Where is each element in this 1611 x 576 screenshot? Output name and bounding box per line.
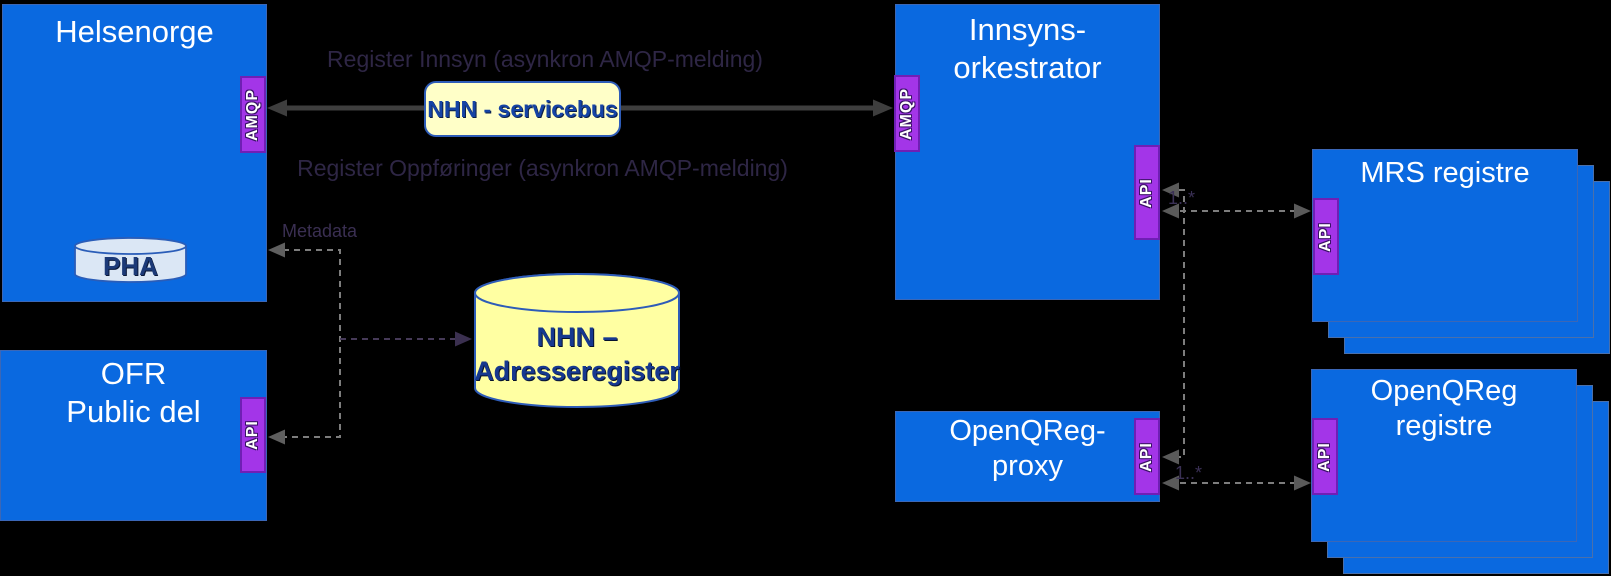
proxy-title-line1: OpenQReg- xyxy=(949,415,1106,447)
orkestrator-title-line1: Innsyns- xyxy=(968,12,1087,47)
adresseregister-label-line2: Adresseregister xyxy=(474,356,680,386)
mrs-title: MRS registre xyxy=(1360,157,1530,189)
servicebus-label: NHN - servicebus xyxy=(427,95,618,122)
proxy-registre-connector xyxy=(1162,475,1311,491)
proxy-title-line2: proxy xyxy=(992,450,1063,483)
openqreg-registre-title-line1: OpenQReg xyxy=(1370,375,1518,407)
metadata-connector xyxy=(268,242,341,445)
helsenorge-title: Helsenorge xyxy=(55,14,214,49)
port-amqp-helsenorge: AMQP xyxy=(240,76,266,153)
orkestrator-mrs-connector xyxy=(1162,203,1311,219)
ofr-title-line2: Public del xyxy=(66,393,201,429)
node-openqreg-registre xyxy=(1311,369,1577,542)
port-amqp-orkestrator: AMQP xyxy=(894,75,920,152)
label-metadata: Metadata xyxy=(282,221,358,241)
port-api-orkestrator: API xyxy=(1134,145,1160,240)
proxy-title: OpenQReg- proxy xyxy=(895,414,1160,485)
label-register-innsyn: Register Innsyn (asynkron AMQP-melding) xyxy=(327,46,763,72)
node-innsyns-orkestrator xyxy=(895,4,1160,300)
ofr-title: OFR Public del xyxy=(0,355,267,431)
pha-label: PHA xyxy=(103,251,158,281)
adresseregister-label: NHN – Adresseregister xyxy=(473,320,681,388)
adresseregister-cylinder-shape xyxy=(474,273,680,408)
port-api-proxy: API xyxy=(1134,418,1160,495)
port-api-openqreg-registre: API xyxy=(1312,418,1338,495)
node-openqreg-proxy xyxy=(895,411,1160,502)
node-ofr xyxy=(0,350,267,521)
orkestrator-title: Innsyns- orkestrator xyxy=(895,11,1160,87)
adresseregister-connector xyxy=(340,331,472,347)
label-multiplicity-orkestrator: 1..* xyxy=(1168,188,1196,208)
pha-cylinder-shape xyxy=(74,237,187,283)
node-mrs-registre xyxy=(1312,149,1578,322)
label-register-oppforinger: Register Oppføringer (asynkron AMQP-meld… xyxy=(297,155,788,181)
servicebus-node: NHN - servicebus xyxy=(424,81,621,137)
openqreg-registre-title: OpenQReg registre xyxy=(1311,374,1577,445)
label-multiplicity-proxy: 1..* xyxy=(1175,463,1203,483)
openqreg-registre-title-line2: registre xyxy=(1395,410,1493,443)
ofr-title-line1: OFR xyxy=(100,356,167,391)
pha-database xyxy=(73,236,188,289)
adresseregister-database xyxy=(473,272,681,414)
port-api-ofr: API xyxy=(240,397,266,473)
adresseregister-label-line1: NHN – xyxy=(536,322,618,352)
orkestrator-title-line2: orkestrator xyxy=(953,49,1102,85)
port-api-mrs: API xyxy=(1313,198,1339,275)
orkestrator-proxy-connector xyxy=(1162,182,1185,465)
